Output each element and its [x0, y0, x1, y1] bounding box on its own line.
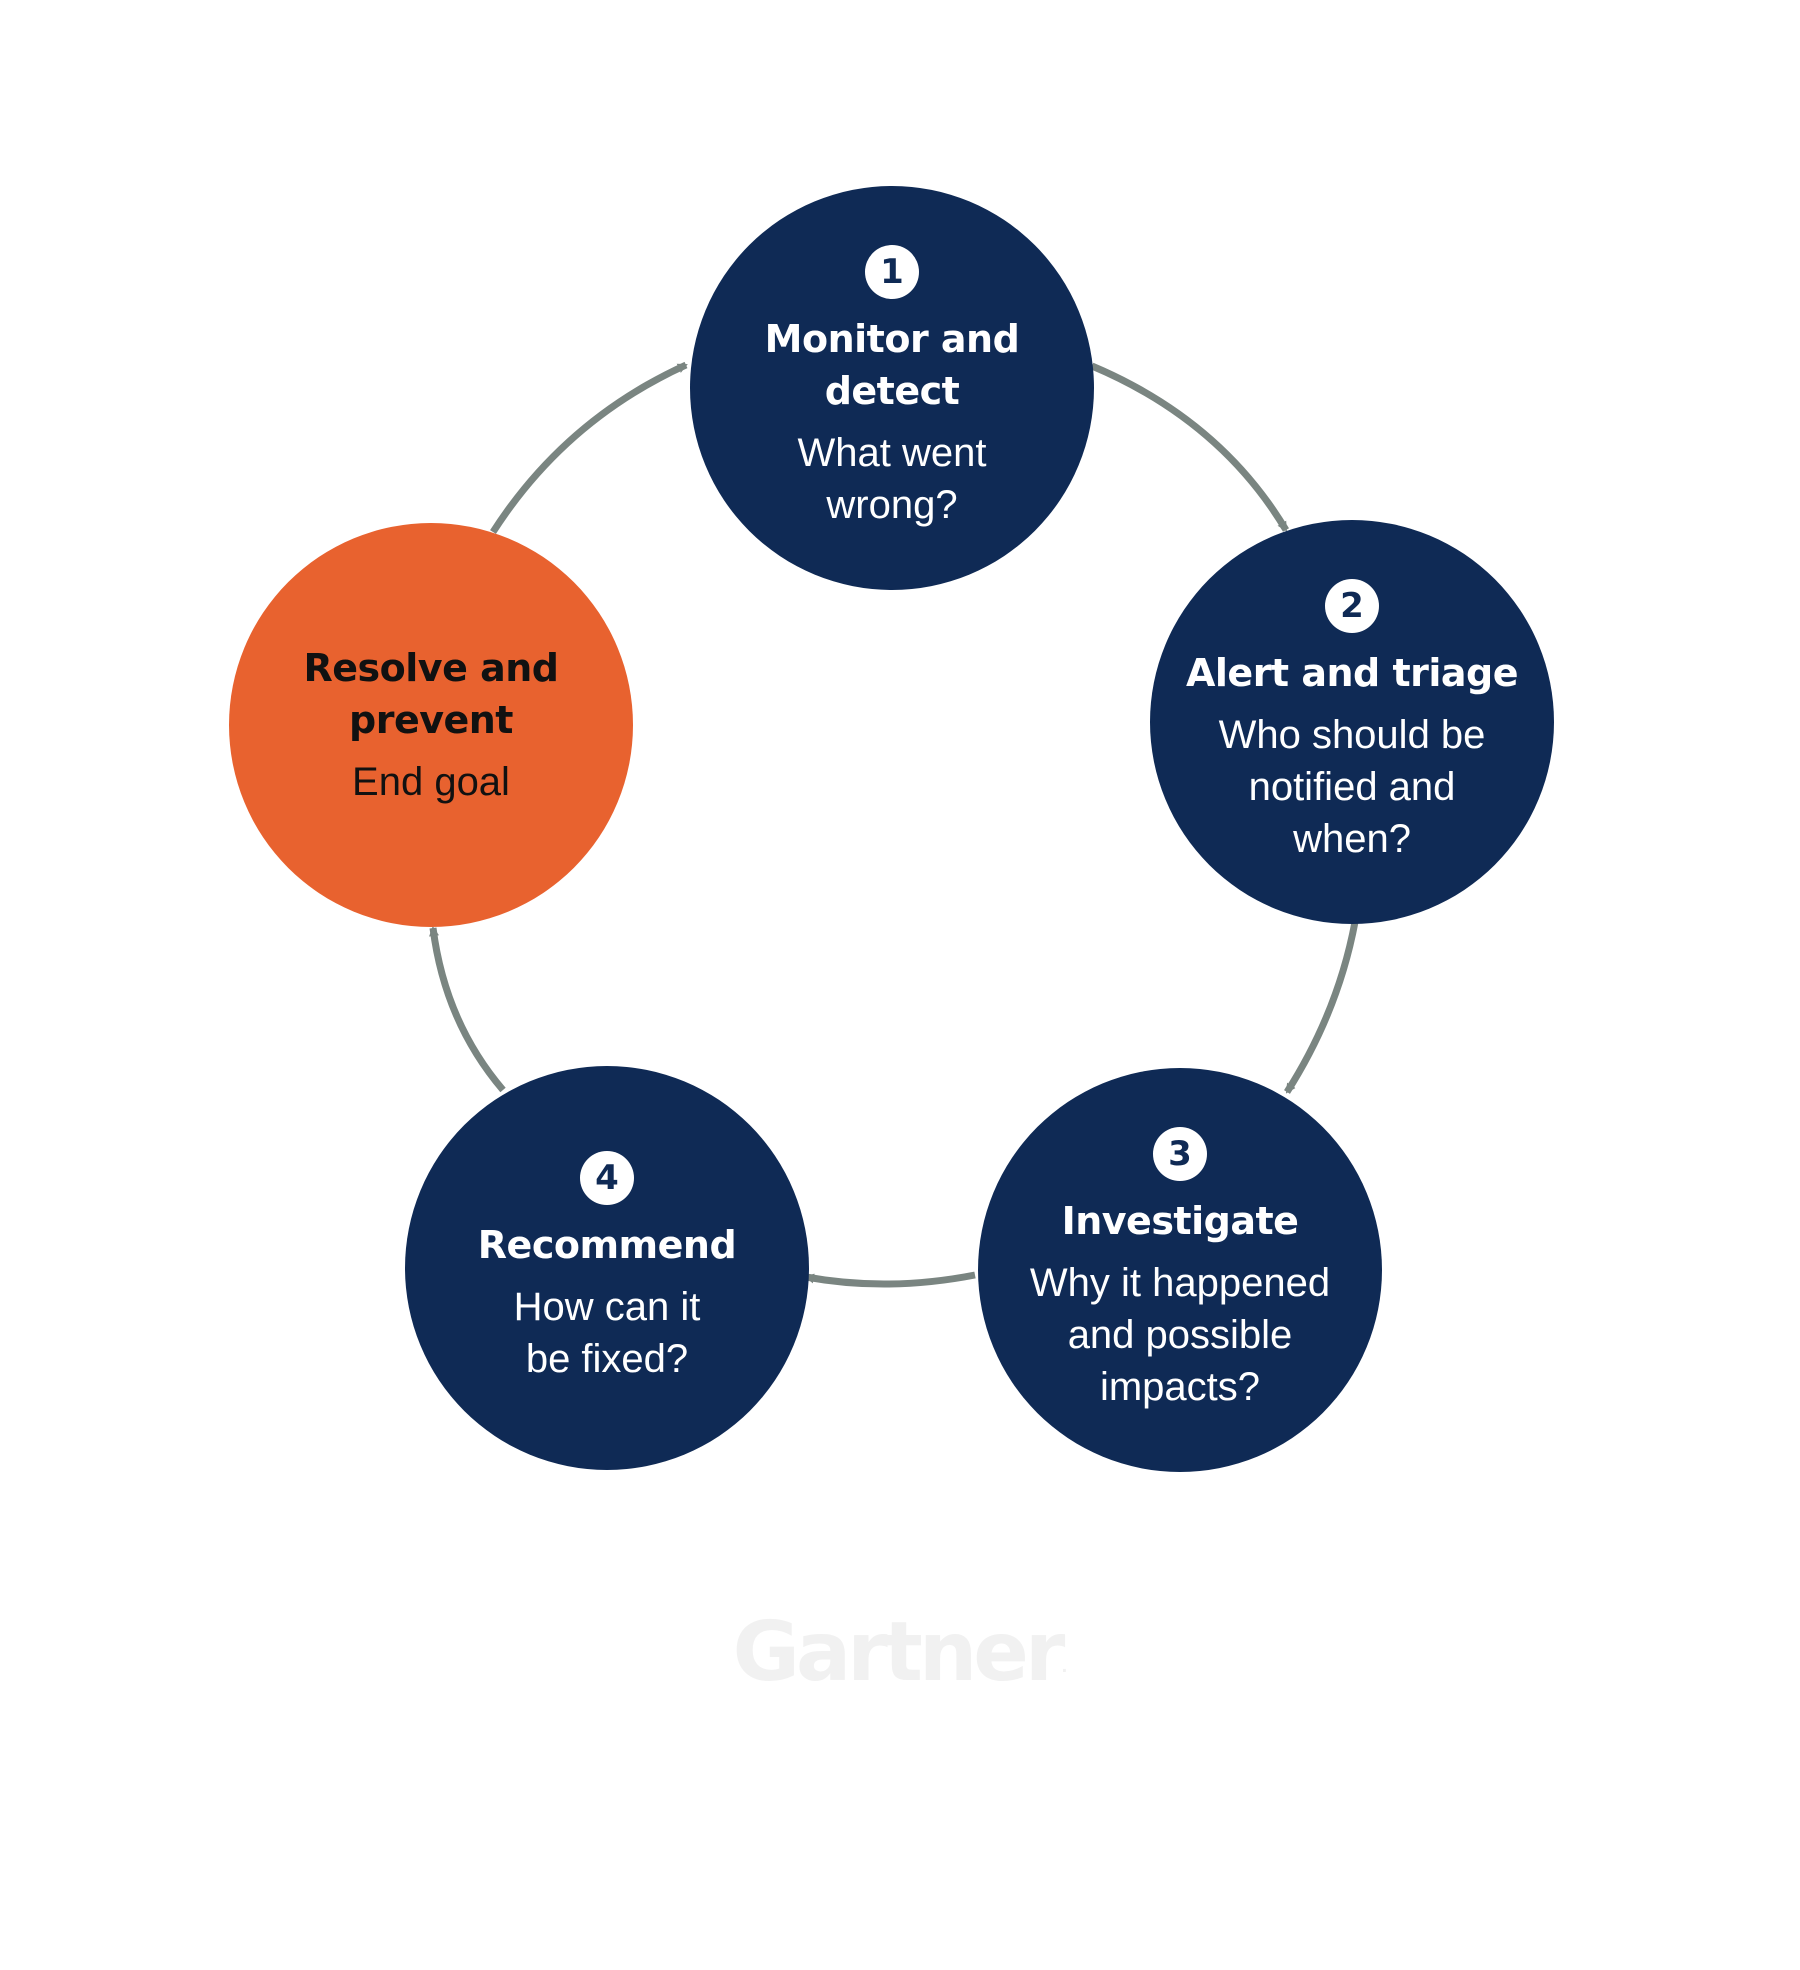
step-monitor-detect: 1 Monitor and detect What went wrong? [690, 186, 1094, 590]
step-title: Recommend [477, 1223, 737, 1267]
goal-title: Resolve and prevent [303, 646, 559, 742]
watermark-mark: . [1061, 1657, 1068, 1676]
step-question: What went wrong? [797, 431, 987, 527]
arrow-goal-to-detect [490, 361, 688, 534]
step-number-badge: 2 [1325, 579, 1379, 633]
step-number-badge: 1 [865, 245, 919, 299]
step-title: Investigate [1061, 1199, 1299, 1243]
step-question: Why it happened and possible impacts? [1029, 1261, 1331, 1409]
step-investigate: 3 Investigate Why it happened and possib… [978, 1068, 1382, 1472]
step-recommend: 4 Recommend How can it be fixed? [405, 1066, 809, 1470]
step-alert-triage: 2 Alert and triage Who should be notifie… [1150, 520, 1554, 924]
step-title: Alert and triage [1185, 651, 1519, 695]
step-question: How can it be fixed? [513, 1285, 701, 1381]
step-number-badge: 3 [1153, 1127, 1207, 1181]
arrow-investigate-to-recommend [804, 1271, 976, 1288]
step-question: Who should be notified and when? [1218, 713, 1486, 861]
gartner-watermark: Gartner. [0, 1605, 1800, 1700]
goal-subtitle: End goal [352, 760, 510, 804]
arrow-detect-to-alert [1090, 362, 1290, 532]
step-title: Monitor and detect [764, 317, 1020, 413]
watermark-text: Gartner [732, 1605, 1066, 1700]
goal-resolve-prevent: Resolve and prevent End goal [229, 523, 633, 927]
step-number-badge: 4 [580, 1151, 634, 1205]
arrow-recommend-to-goal [429, 926, 506, 1093]
arrow-alert-to-investigate [1284, 921, 1359, 1094]
